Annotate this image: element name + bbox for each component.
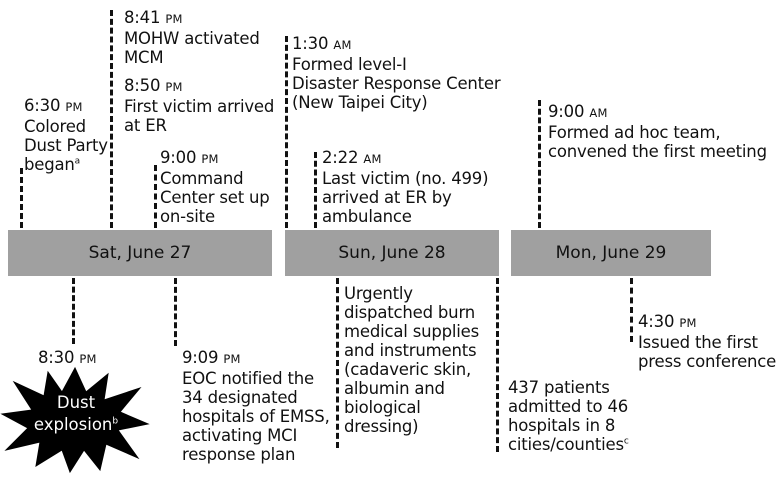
event-ampm: PM [165, 80, 183, 94]
event-line: (cadaveric skin, [344, 360, 472, 379]
event-line: First victim arrived [124, 97, 275, 116]
event-line: albumin and [344, 379, 445, 398]
event-line: Formed level-I [292, 55, 407, 74]
event-mohw: 8:41 PM MOHW activated MCM [124, 8, 260, 67]
event-line: hospitals of EMSS, [182, 407, 330, 426]
event-line: press conference [638, 352, 777, 371]
day-bar-sun: Sun, June 28 [285, 230, 499, 276]
footnote-mark: b [112, 416, 119, 427]
day-bar-sat: Sat, June 27 [8, 230, 272, 276]
event-line: response plan [182, 445, 296, 464]
event-patients: 437 patients admitted to 46 hospitals in… [508, 378, 629, 454]
event-time: 9:00 [548, 102, 585, 121]
event-line: activating MCI [182, 426, 298, 445]
event-line: admitted to 46 [508, 397, 629, 416]
event-ampm: PM [165, 12, 183, 26]
event-line: cities/counties [508, 435, 624, 454]
connector-explosion [72, 278, 75, 344]
event-line: Command [160, 169, 244, 188]
connector-command [154, 165, 157, 228]
event-explosion-time: 8:30 PM [38, 348, 97, 369]
day-bar-mon: Mon, June 29 [511, 230, 711, 276]
event-line: at ER [124, 116, 167, 135]
event-line: Issued the first [638, 333, 758, 352]
event-line: arrived at ER by [322, 188, 452, 207]
event-ampm: AM [363, 152, 382, 166]
event-line: convened the first meeting [548, 142, 767, 161]
event-line: MOHW activated [124, 29, 260, 48]
event-ampm: PM [223, 352, 241, 366]
event-time: 9:00 [160, 148, 197, 167]
event-line: Urgently [344, 284, 413, 303]
event-line: Dust [56, 393, 96, 412]
event-time: 4:30 [638, 312, 675, 331]
event-line: MCM [124, 48, 164, 67]
connector-supplies [336, 278, 339, 448]
event-line: Dust Party [24, 136, 108, 155]
event-time: 6:30 [24, 96, 61, 115]
event-first-victim: 8:50 PM First victim arrived at ER [124, 76, 274, 135]
event-line: dispatched burn [344, 303, 475, 322]
event-ampm: PM [201, 152, 219, 166]
event-line: hospitals in 8 [508, 416, 616, 435]
event-press: 4:30 PM Issued the first press conferenc… [638, 312, 776, 371]
event-line: Center set up [160, 188, 270, 207]
event-ampm: PM [79, 352, 97, 366]
event-ampm: PM [679, 316, 697, 330]
event-line: medical supplies [344, 322, 480, 341]
event-line: Colored [24, 117, 86, 136]
event-ampm: AM [589, 106, 608, 120]
event-level1: 1:30 AM Formed level-I Disaster Response… [292, 34, 501, 112]
connector-level1 [285, 36, 288, 228]
event-party: 6:30 PM Colored Dust Party begana [24, 96, 108, 174]
explosion-burst-icon [0, 366, 150, 474]
event-line: 437 patients [508, 378, 610, 397]
event-line: Disaster Response Center [292, 74, 501, 93]
event-line: explosion [33, 415, 113, 434]
event-line: EOC notified the [182, 369, 314, 388]
event-line: 34 designated [182, 388, 298, 407]
event-time: 8:50 [124, 76, 161, 95]
event-time: 9:09 [182, 348, 219, 367]
event-line: (New Taipei City) [292, 93, 428, 112]
event-time: 8:30 [38, 348, 75, 367]
event-time: 1:30 [292, 34, 329, 53]
event-ampm: AM [333, 38, 352, 52]
event-adhoc: 9:00 AM Formed ad hoc team, convened the… [548, 102, 767, 161]
event-line: biological [344, 398, 421, 417]
explosion-label: Dust explosionb [26, 392, 126, 436]
connector-patients [496, 278, 499, 452]
event-line: on-site [160, 207, 215, 226]
event-eoc: 9:09 PM EOC notified the 34 designated h… [182, 348, 330, 464]
connector-last-victim [314, 152, 317, 228]
event-last-victim: 2:22 AM Last victim (no. 499) arrived at… [322, 148, 489, 226]
event-ampm: PM [65, 100, 83, 114]
event-line: ambulance [322, 207, 412, 226]
event-supplies: Urgently dispatched burn medical supplie… [344, 284, 479, 436]
connector-adhoc [538, 100, 541, 228]
event-line: began [24, 155, 75, 174]
event-time: 2:22 [322, 148, 359, 167]
event-line: Formed ad hoc team, [548, 123, 721, 142]
connector-press [630, 278, 633, 342]
footnote-mark: a [74, 156, 81, 167]
event-time: 8:41 [124, 8, 161, 27]
connector-party [20, 168, 23, 228]
footnote-mark: c [623, 436, 629, 447]
event-line: dressing) [344, 417, 419, 436]
event-command: 9:00 PM Command Center set up on-site [160, 148, 270, 226]
event-line: Last victim (no. 499) [322, 169, 489, 188]
event-line: and instruments [344, 341, 477, 360]
connector-eoc [174, 278, 177, 346]
connector-mohw-first-victim [110, 10, 113, 228]
